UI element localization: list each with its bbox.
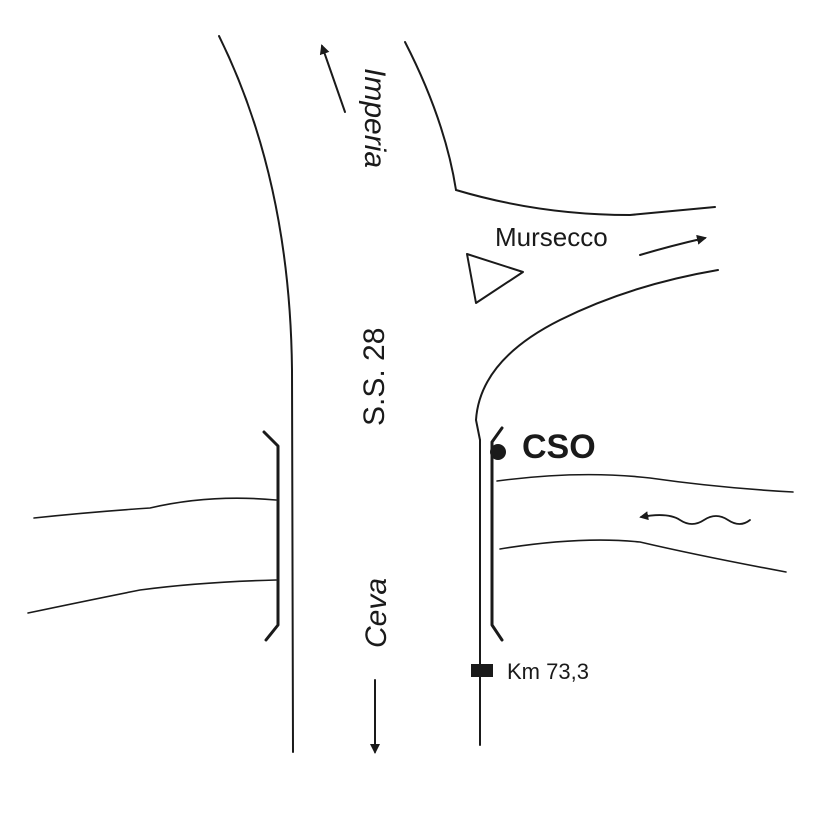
label-road-name: S.S. 28 (358, 328, 391, 426)
mursecco-arrow-icon (639, 234, 707, 256)
north-arrow-icon (319, 44, 346, 113)
bridge-east-parapet (490, 426, 504, 642)
km-marker-icon (471, 664, 493, 677)
stream-flow-arrow-icon (639, 511, 751, 525)
stream-east-north-bank (496, 473, 794, 493)
label-imperia: Imperia (358, 68, 391, 168)
station-marker-icon (490, 444, 506, 460)
traffic-island-triangle (466, 253, 524, 304)
label-station: CSO (522, 428, 596, 466)
stream-west-north-bank (33, 497, 277, 519)
label-km: Km 73,3 (507, 659, 589, 684)
stream-east-south-bank (499, 539, 787, 573)
main-road-west-edge (218, 35, 294, 753)
stream-west-south-bank (27, 579, 277, 614)
branch-road-south-edge (475, 269, 719, 441)
main-road-east-edge-north (404, 41, 457, 191)
bridge-west-parapet (262, 430, 280, 642)
branch-road-north-edge (455, 189, 716, 216)
label-ceva: Ceva (360, 578, 393, 648)
label-mursecco: Mursecco (495, 222, 608, 252)
